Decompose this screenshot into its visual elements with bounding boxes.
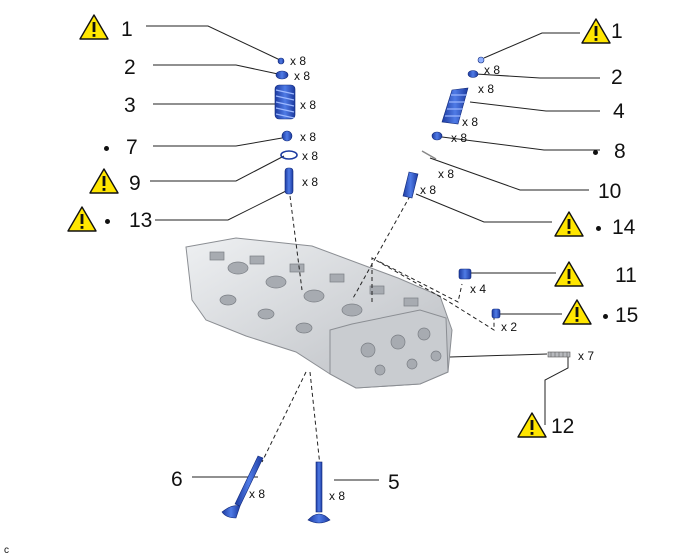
dashed-assembly-lines [261, 195, 495, 467]
callout-number: 11 [615, 264, 637, 287]
quantity-label: x 8 [249, 487, 266, 501]
quantity-label: x 2 [501, 320, 518, 334]
callout-number: 6 [171, 468, 183, 491]
exhaust-valve-6 [221, 455, 264, 519]
valve-retainer-left [275, 70, 289, 80]
callout-number: 10 [598, 180, 622, 203]
warning-icon [554, 211, 584, 237]
callout-number: 1 [611, 20, 623, 43]
leader-lines [146, 25, 600, 481]
valve-keeper-left [277, 57, 285, 65]
valve-stem-oil-seal-right [431, 131, 443, 141]
quantity-label: x 8 [478, 82, 495, 96]
cylinder-head [185, 237, 453, 389]
warning-icon [517, 412, 547, 438]
intake-valve-5 [307, 461, 331, 524]
quantity-label: x 8 [484, 63, 501, 77]
callout-number: 1 [121, 18, 133, 41]
warning-icon [562, 299, 592, 325]
figure-code: c [4, 545, 9, 556]
callout-number: 5 [388, 471, 400, 494]
valve-spring-left [274, 84, 296, 120]
bullet-mark [104, 146, 109, 151]
quantity-label: x 8 [438, 167, 455, 181]
quantity-label: x 8 [462, 115, 479, 129]
callout-number: 15 [615, 304, 639, 327]
callout-number: 3 [124, 94, 136, 117]
spring-seat-right [421, 150, 437, 160]
warning-icon [89, 168, 119, 194]
callout-number: 2 [124, 56, 136, 79]
bullet-mark [105, 219, 110, 224]
callout-number: 14 [612, 216, 636, 239]
quantity-label: x 8 [302, 175, 319, 189]
bullet-mark [603, 314, 608, 319]
callout-number: 9 [129, 172, 141, 195]
bullet-mark [596, 226, 601, 231]
plug-11 [458, 268, 472, 280]
quantity-label: x 8 [420, 183, 437, 197]
quantity-label: x 8 [294, 69, 311, 83]
quantity-label: x 8 [300, 130, 317, 144]
quantity-label: x 4 [470, 282, 487, 296]
valve-retainer-right [467, 70, 479, 78]
warning-icon [79, 14, 109, 40]
warning-icon [581, 18, 611, 44]
callout-number: 2 [611, 66, 623, 89]
valve-spring-right [441, 87, 469, 125]
quantity-label: x 8 [302, 149, 319, 163]
plug-15 [491, 308, 501, 319]
bullet-mark [593, 150, 598, 155]
callout-number: 7 [126, 136, 138, 159]
callout-number: 8 [614, 140, 626, 163]
quantity-label: x 8 [300, 98, 317, 112]
valve-guide-bush-left [284, 167, 294, 195]
stud-bolt-12 [547, 351, 571, 358]
quantity-label: x 8 [451, 131, 468, 145]
valve-keeper-right [477, 56, 485, 64]
quantity-label: x 8 [290, 54, 307, 68]
callout-number: 12 [551, 415, 575, 438]
quantity-label: x 7 [578, 349, 595, 363]
valve-guide-bush-right [402, 171, 419, 199]
warning-icon [554, 261, 584, 287]
callout-number: 13 [129, 209, 153, 232]
callout-number: 4 [613, 100, 625, 123]
valve-stem-oil-seal-left [281, 130, 293, 142]
spring-seat-left [280, 150, 298, 160]
quantity-label: x 8 [329, 489, 346, 503]
warning-icon [67, 206, 97, 232]
